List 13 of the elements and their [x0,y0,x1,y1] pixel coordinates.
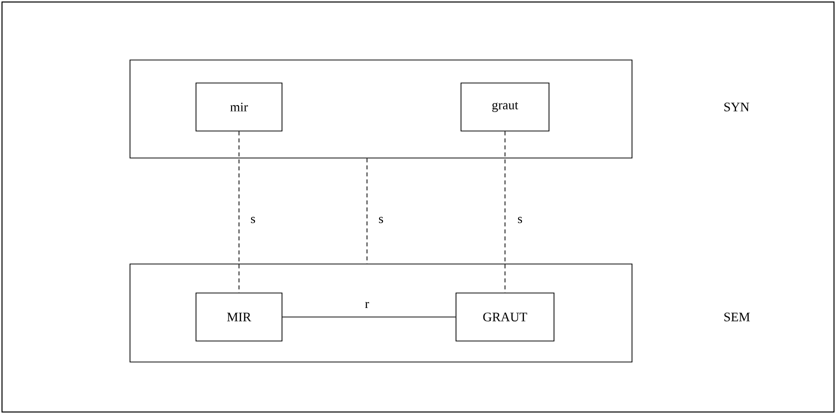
layer-label: SYN [724,102,750,112]
word-box: MIR [196,292,282,342]
group-box [130,60,632,158]
layer-label: SEM [724,312,750,322]
group-box [130,264,632,362]
edge-label: r [363,300,371,310]
edge-label: s [248,215,258,225]
word-box: GRAUT [456,292,554,342]
edge-label: s [376,215,386,225]
edge-label: s [516,215,524,225]
word-box: graut [460,82,550,132]
connector [282,316,456,318]
word-box: mir [196,82,282,132]
